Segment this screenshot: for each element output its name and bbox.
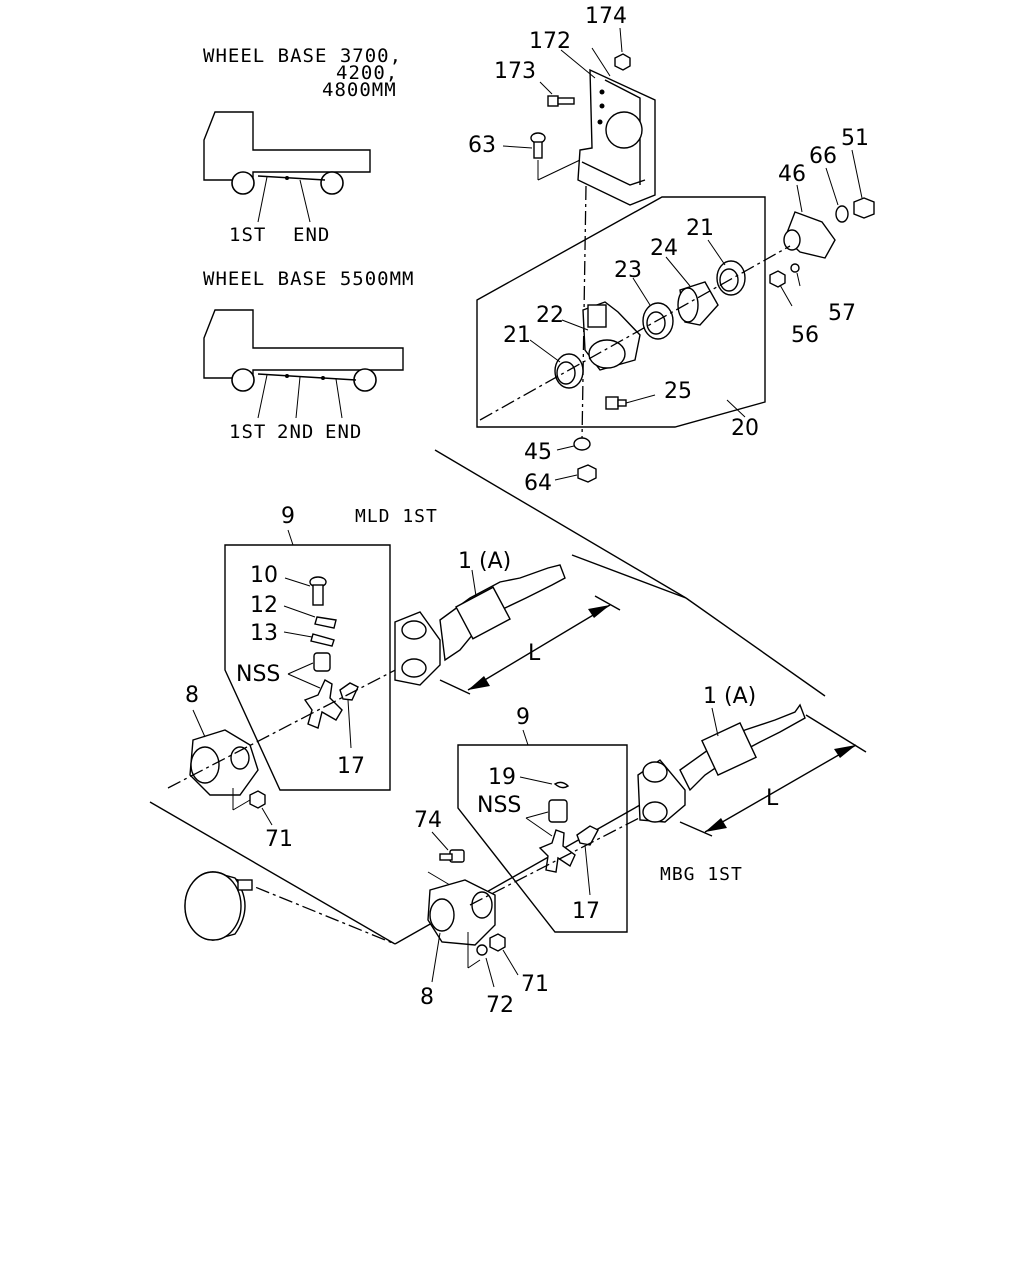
grease-fitting-25 [605,394,656,410]
label-17-mld: 17 [337,754,365,779]
nut-51 [853,197,875,219]
sleeve-24 [677,281,719,326]
flange-46 [783,211,836,259]
shaft-1a-mld [394,564,566,686]
wheelbase-b-pos-1st: 1ST [229,421,266,443]
label-51: 51 [841,126,869,151]
nut-71-mld [232,788,273,826]
label-19: 19 [488,765,516,790]
nut-71-mbg [489,933,506,952]
wheelbase-a-title-line3: 4800MM [322,79,397,101]
spider-nss-mbg [525,799,576,873]
label-172: 172 [529,29,571,54]
wheelbase-a-pos-end: END [293,224,330,246]
wheelbase-a-title-line1: WHEEL BASE 3700, [203,45,402,67]
label-12: 12 [250,593,278,618]
label-1a-mbg: 1 (A) [703,684,756,709]
bracket-172 [577,68,656,206]
bolt-74 [431,831,465,863]
seal-21-right [716,260,746,296]
wheelbase-b-title: WHEEL BASE 5500MM [203,268,414,290]
label-20: 20 [731,416,759,441]
dimension-l-mld [439,595,621,695]
shaft-1a-mbg [637,703,806,823]
plate-12 [283,605,337,629]
label-17-mbg: 17 [572,899,600,924]
nut-64 [577,464,597,483]
label-66: 66 [809,144,837,169]
label-24: 24 [650,236,678,261]
label-174: 174 [585,4,627,29]
label-9-mld: 9 [281,504,295,529]
seal-21-left [554,353,584,389]
dimension-l-mbg [679,714,867,837]
part-labels: 174 172 173 63 51 66 46 21 24 23 22 21 5… [185,4,869,1018]
washer-57 [790,263,800,273]
wheelbase-a-pos-1st: 1ST [229,224,266,246]
label-45: 45 [524,440,552,465]
truck-icon-b [203,309,404,419]
grease-fitting-17-mld [339,682,359,749]
mld-group: MLD 1ST [167,506,621,826]
label-23: 23 [614,258,642,283]
truck-icon-a [203,111,371,223]
label-l-mbg: L [766,786,779,811]
label-63: 63 [468,133,496,158]
bolt-63 [502,132,546,159]
washer-45 [573,437,591,451]
spider-nss-mld [287,652,343,729]
label-71-mbg: 71 [521,972,549,997]
label-71-mld: 71 [265,827,293,852]
label-21-left: 21 [503,323,531,348]
label-10: 10 [250,563,278,588]
label-nss-mld: NSS [236,662,280,687]
wheelbase-b-pos-end: END [325,421,362,443]
label-1a-mld: 1 (A) [458,549,511,574]
label-22: 22 [536,303,564,328]
center-bearing-group [476,27,875,483]
wheelbase-a-title-line2: 4200, [336,62,398,84]
assembly-box-20 [476,196,766,428]
nut-174 [614,27,631,71]
label-21-right: 21 [686,216,714,241]
washer-72 [476,944,488,956]
label-173: 173 [494,59,536,84]
label-46: 46 [778,162,806,187]
label-13: 13 [250,621,278,646]
label-9-mbg: 9 [516,705,530,730]
label-74: 74 [414,808,442,833]
mld-label: MLD 1ST [355,506,438,527]
wheelbase-b-pos-2nd: 2ND [277,421,314,443]
label-8-mbg: 8 [420,985,434,1010]
bolt-10 [284,576,327,606]
nut-56 [769,270,786,288]
label-nss-mbg: NSS [477,793,521,818]
ujoint-box-9-mbg [457,744,628,933]
wheelbase-legend-a: WHEEL BASE 3700, 4200, 4800MM 1ST END [203,45,402,246]
flange-8-mld [189,709,259,796]
flange-8-mbg [427,879,496,983]
plate-13 [283,631,335,647]
wheelbase-legend-b: WHEEL BASE 5500MM 1ST 2ND END [203,268,414,443]
ujoint-box-9-mld [224,544,391,791]
mbg-label: MBG 1ST [660,864,743,885]
label-56: 56 [791,323,819,348]
mbg-group: MBG 1ST [184,703,867,988]
label-8-mld: 8 [185,683,199,708]
label-72: 72 [486,993,514,1018]
bearing-23 [642,302,674,340]
label-25: 25 [664,379,692,404]
grease-fitting-17-mbg [576,825,599,896]
label-57: 57 [828,301,856,326]
label-l-mld: L [528,641,541,666]
bolt-173 [539,81,575,107]
washer-66 [835,205,849,223]
label-64: 64 [524,471,552,496]
clip-19 [519,776,570,789]
mount-22 [582,301,641,371]
drum-brake [184,871,253,941]
